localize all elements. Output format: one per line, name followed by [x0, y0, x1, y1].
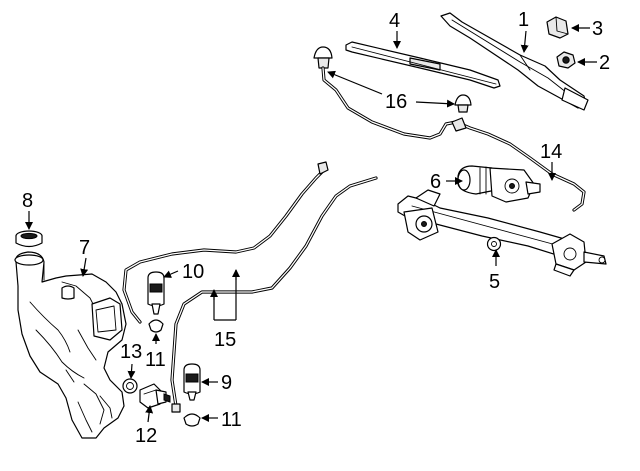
callout-14: 14 — [540, 141, 562, 163]
leader-lines — [25, 24, 597, 423]
washer-pump-upper — [147, 271, 165, 315]
callout-13: 13 — [120, 341, 142, 363]
callout-9: 9 — [221, 372, 232, 394]
wiper-linkage — [397, 189, 607, 277]
callout-3: 3 — [592, 18, 603, 40]
washer-pump-right — [183, 363, 201, 401]
wiper-motor — [457, 165, 541, 203]
callout-6: 6 — [430, 171, 441, 193]
washer-nozzle-right — [454, 94, 472, 113]
washer-reservoir — [14, 251, 127, 439]
grommet — [122, 378, 138, 394]
callout-15: 15 — [214, 329, 236, 351]
callout-8: 8 — [22, 190, 33, 212]
callout-10: 10 — [182, 261, 204, 283]
pump-seal-lower — [183, 413, 201, 427]
callout-11-lower: 11 — [221, 409, 242, 431]
reservoir-cap — [15, 230, 43, 248]
washer-nozzle-left — [313, 46, 333, 69]
nozzle-hose — [321, 66, 586, 212]
wiper-arm — [440, 12, 589, 111]
callout-labels: 1 2 3 4 5 6 7 8 9 10 11 11 12 13 14 15 1… — [22, 9, 610, 447]
callout-16: 16 — [385, 91, 407, 113]
callout-5: 5 — [489, 271, 500, 293]
callout-2: 2 — [599, 52, 610, 74]
wiper-blade — [345, 41, 501, 89]
washer-hoses — [122, 161, 378, 413]
callout-12: 12 — [135, 425, 157, 447]
callout-11-upper: 11 — [145, 349, 166, 371]
washer-pump-lower — [139, 383, 171, 409]
callout-4: 4 — [389, 10, 400, 32]
arm-nut — [556, 51, 576, 69]
callout-7: 7 — [79, 237, 90, 259]
arm-cap — [546, 16, 569, 39]
callout-1: 1 — [518, 9, 529, 31]
pump-seal-upper — [148, 319, 164, 333]
